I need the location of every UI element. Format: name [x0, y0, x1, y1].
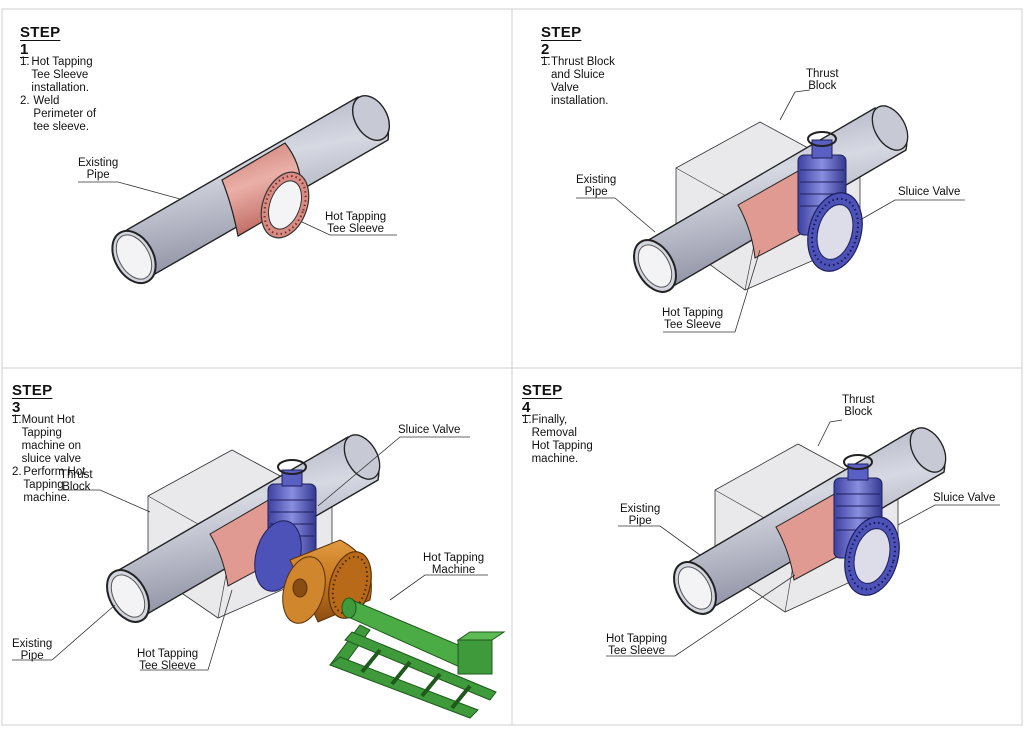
step-1-list: 1.Hot Tapping Tee Sleeve installation. 2…: [20, 56, 106, 134]
step-1-drawing: [78, 95, 397, 285]
step-4-title: STEP 4: [522, 382, 563, 416]
hot-tapping-machine: [282, 539, 506, 719]
step-4-list: 1.Finally, Removal Hot Tapping machine.: [522, 414, 597, 466]
step-1-title: STEP 1: [20, 24, 61, 58]
list-item: 2.Weld Perimeter of tee sleeve.: [20, 95, 97, 133]
step-2-drawing: [576, 89, 965, 333]
sluice-valve-label: Sluice Valve: [898, 186, 961, 198]
sluice-valve-label: Sluice Valve: [933, 492, 996, 504]
step-2-list: 1.Thrust Block and Sluice Valve installa…: [541, 56, 627, 108]
list-item: 1.Finally, Removal Hot Tapping machine.: [522, 414, 593, 465]
step-2-title: STEP 2: [541, 24, 582, 58]
step-3-title: STEP 3: [12, 382, 53, 416]
step-3-list: 1.Mount Hot Tapping machine on sluice va…: [12, 414, 87, 505]
list-item: 1.Hot Tapping Tee Sleeve installation.: [20, 56, 93, 94]
step-3-drawing: [12, 434, 506, 719]
list-item: 2.Perform Hot Tapping machine.: [12, 466, 86, 504]
list-item: 1.Thrust Block and Sluice Valve installa…: [541, 56, 615, 107]
sluice-valve: [833, 454, 900, 596]
sluice-valve-label: Sluice Valve: [398, 424, 461, 436]
list-item: 1.Mount Hot Tapping machine on sluice va…: [12, 414, 82, 465]
sluice-valve: [797, 131, 863, 272]
